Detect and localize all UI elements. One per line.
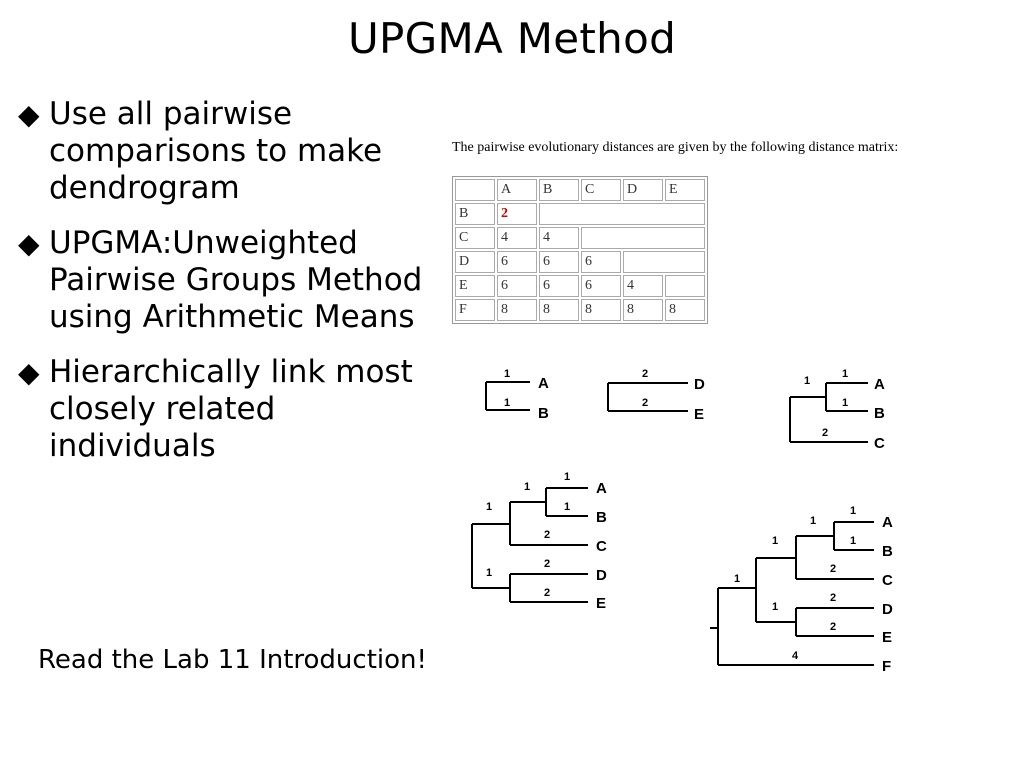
matrix-cell: 6 xyxy=(581,251,621,273)
diamond-bullet-icon: ◆ xyxy=(18,227,40,260)
branch-length-label: 4 xyxy=(792,650,799,662)
diamond-bullet-icon: ◆ xyxy=(18,356,40,389)
branch-length-label: 2 xyxy=(544,529,550,541)
branch-length-label: 1 xyxy=(524,481,530,493)
matrix-row: D 6 6 6 xyxy=(455,251,705,273)
matrix-cell xyxy=(455,179,495,201)
branch-length-label: 1 xyxy=(734,573,740,585)
branch-length-label: 1 xyxy=(504,397,510,409)
branch-length-label: 2 xyxy=(830,592,836,604)
matrix-row: C 4 4 xyxy=(455,227,705,249)
dendrogram-ab: 1 1 A B xyxy=(485,368,549,422)
matrix-cell: 4 xyxy=(497,227,537,249)
footer-note: Read the Lab 11 Introduction! xyxy=(38,645,427,675)
bullet-text: Use all pairwise comparisons to make den… xyxy=(49,96,383,206)
leaf-label: A xyxy=(874,376,885,393)
leaf-label: B xyxy=(874,405,885,422)
branch-length-label: 1 xyxy=(564,471,570,483)
matrix-cell: F xyxy=(455,299,495,321)
matrix-cell: 4 xyxy=(623,275,663,297)
branch-length-label: 1 xyxy=(772,535,778,547)
matrix-cell: 6 xyxy=(497,275,537,297)
matrix-cell: 6 xyxy=(497,251,537,273)
matrix-cell: 6 xyxy=(581,275,621,297)
leaf-label: E xyxy=(694,406,704,423)
leaf-label: D xyxy=(882,601,893,618)
leaf-label: F xyxy=(882,658,891,675)
matrix-cell: 8 xyxy=(539,299,579,321)
matrix-cell: E xyxy=(455,275,495,297)
bullet-list: ◆ Use all pairwise comparisons to make d… xyxy=(18,96,438,483)
branch-length-label: 1 xyxy=(842,368,848,380)
bullet-item: ◆ Hierarchically link most closely relat… xyxy=(18,354,438,465)
dendrogram-abcde: 1 1 1 1 2 1 2 2 A B C D E xyxy=(471,471,607,612)
dendrogram-abcdef: 1 1 1 1 2 1 1 2 2 4 A B C D E F xyxy=(710,505,893,675)
matrix-row: B 2 xyxy=(455,203,705,225)
leaf-label: B xyxy=(882,543,893,560)
branch-length-label: 1 xyxy=(804,375,810,387)
matrix-row: E 6 6 6 4 xyxy=(455,275,705,297)
branch-length-label: 1 xyxy=(810,515,816,527)
bullet-text: UPGMA:Unweighted Pairwise Groups Method … xyxy=(49,225,423,335)
bullet-text: Hierarchically link most closely related… xyxy=(49,354,413,464)
branch-length-label: 1 xyxy=(850,535,856,547)
matrix-cell: D xyxy=(455,251,495,273)
leaf-label: E xyxy=(882,629,892,646)
matrix-cell-empty xyxy=(665,275,705,297)
matrix-cell: D xyxy=(623,179,663,201)
branch-length-label: 1 xyxy=(486,567,492,579)
matrix-cell-highlight: 2 xyxy=(497,203,537,225)
leaf-label: C xyxy=(874,435,885,452)
diamond-bullet-icon: ◆ xyxy=(18,98,40,131)
dendrogram-abc: 1 1 1 2 A B C xyxy=(789,368,885,452)
matrix-cell: 6 xyxy=(539,251,579,273)
slide-title: UPGMA Method xyxy=(347,14,677,63)
matrix-cell: 4 xyxy=(539,227,579,249)
leaf-label: C xyxy=(882,572,893,589)
branch-length-label: 2 xyxy=(642,368,648,380)
branch-length-label: 2 xyxy=(822,427,828,439)
branch-length-label: 2 xyxy=(544,587,550,599)
matrix-cell-empty xyxy=(539,203,705,225)
branch-length-label: 1 xyxy=(772,601,778,613)
leaf-label: D xyxy=(596,567,607,584)
matrix-cell: B xyxy=(455,203,495,225)
matrix-cell: 6 xyxy=(539,275,579,297)
leaf-label: A xyxy=(596,480,607,497)
leaf-label: D xyxy=(694,376,705,393)
matrix-cell: 8 xyxy=(581,299,621,321)
branch-length-label: 1 xyxy=(504,368,510,380)
matrix-cell-empty xyxy=(581,227,705,249)
leaf-label: B xyxy=(596,509,607,526)
matrix-caption: The pairwise evolutionary distances are … xyxy=(452,140,899,155)
matrix-header-row: A B C D E xyxy=(455,179,705,201)
matrix-cell: B xyxy=(539,179,579,201)
distance-matrix: A B C D E B 2 C 4 4 D 6 6 6 E 6 6 6 4 F … xyxy=(452,176,708,324)
branch-length-label: 1 xyxy=(486,501,492,513)
matrix-cell-empty xyxy=(623,251,705,273)
leaf-label: E xyxy=(596,595,606,612)
branch-length-label: 1 xyxy=(564,501,570,513)
matrix-cell: E xyxy=(665,179,705,201)
leaf-label: B xyxy=(538,405,549,422)
branch-length-label: 2 xyxy=(830,563,836,575)
matrix-cell: C xyxy=(581,179,621,201)
leaf-label: C xyxy=(596,538,607,555)
matrix-cell: C xyxy=(455,227,495,249)
matrix-cell: A xyxy=(497,179,537,201)
matrix-cell: 8 xyxy=(623,299,663,321)
leaf-label: A xyxy=(882,514,893,531)
branch-length-label: 2 xyxy=(544,558,550,570)
leaf-label: A xyxy=(538,375,549,392)
branch-length-label: 1 xyxy=(850,505,856,517)
bullet-item: ◆ Use all pairwise comparisons to make d… xyxy=(18,96,438,207)
branch-length-label: 1 xyxy=(842,397,848,409)
dendrogram-de: 2 2 D E xyxy=(607,368,705,423)
matrix-row: F 8 8 8 8 8 xyxy=(455,299,705,321)
bullet-item: ◆ UPGMA:Unweighted Pairwise Groups Metho… xyxy=(18,225,438,336)
matrix-cell: 8 xyxy=(665,299,705,321)
branch-length-label: 2 xyxy=(642,397,648,409)
matrix-cell: 8 xyxy=(497,299,537,321)
branch-length-label: 2 xyxy=(830,621,836,633)
